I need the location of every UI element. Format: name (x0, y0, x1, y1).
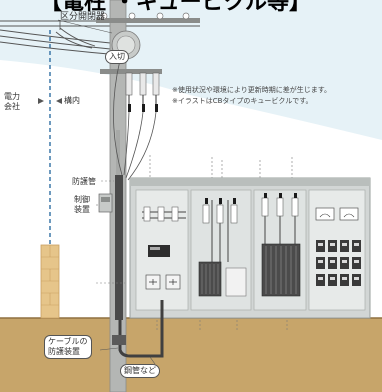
sky-gradient (0, 0, 382, 140)
transformer-main (261, 243, 301, 297)
label-steel-pipe: 鋼管など (120, 364, 160, 378)
brick-wall (40, 244, 60, 319)
pole-cables (113, 59, 157, 181)
steel-pipe-pointer (149, 356, 156, 365)
switch-pointer (57, 19, 113, 34)
label-cable-protector: ケーブルの 防護装置 (44, 335, 92, 359)
underground-cable (112, 300, 164, 358)
capacitor-box (225, 267, 247, 297)
note-usage: ※使用状況や環境により更新時期に差が生じます。 (172, 86, 332, 94)
label-premises: 構内 (64, 96, 80, 105)
control-device (98, 193, 113, 213)
label-control-device: 制御 装置 (74, 195, 90, 214)
note-cb-type: ※イラストはCBタイプのキュービクルです。 (172, 97, 313, 105)
label-power-company: 電力 会社 (4, 92, 20, 111)
cutout-switches (125, 72, 160, 112)
label-on-off: 入切 (105, 50, 129, 64)
label-protective-pipe: 防護管 (72, 177, 96, 186)
boundary-arrows (38, 98, 62, 104)
cable-pointer (99, 347, 119, 351)
transformer-left (198, 261, 222, 297)
page-title: 【電柱 ・キュービクル等】 (40, 0, 312, 15)
cubicle (129, 177, 371, 319)
label-section-switch: 区分開閉器 (60, 12, 106, 22)
breaker-plate (148, 245, 170, 257)
protective-pipe (115, 175, 123, 320)
